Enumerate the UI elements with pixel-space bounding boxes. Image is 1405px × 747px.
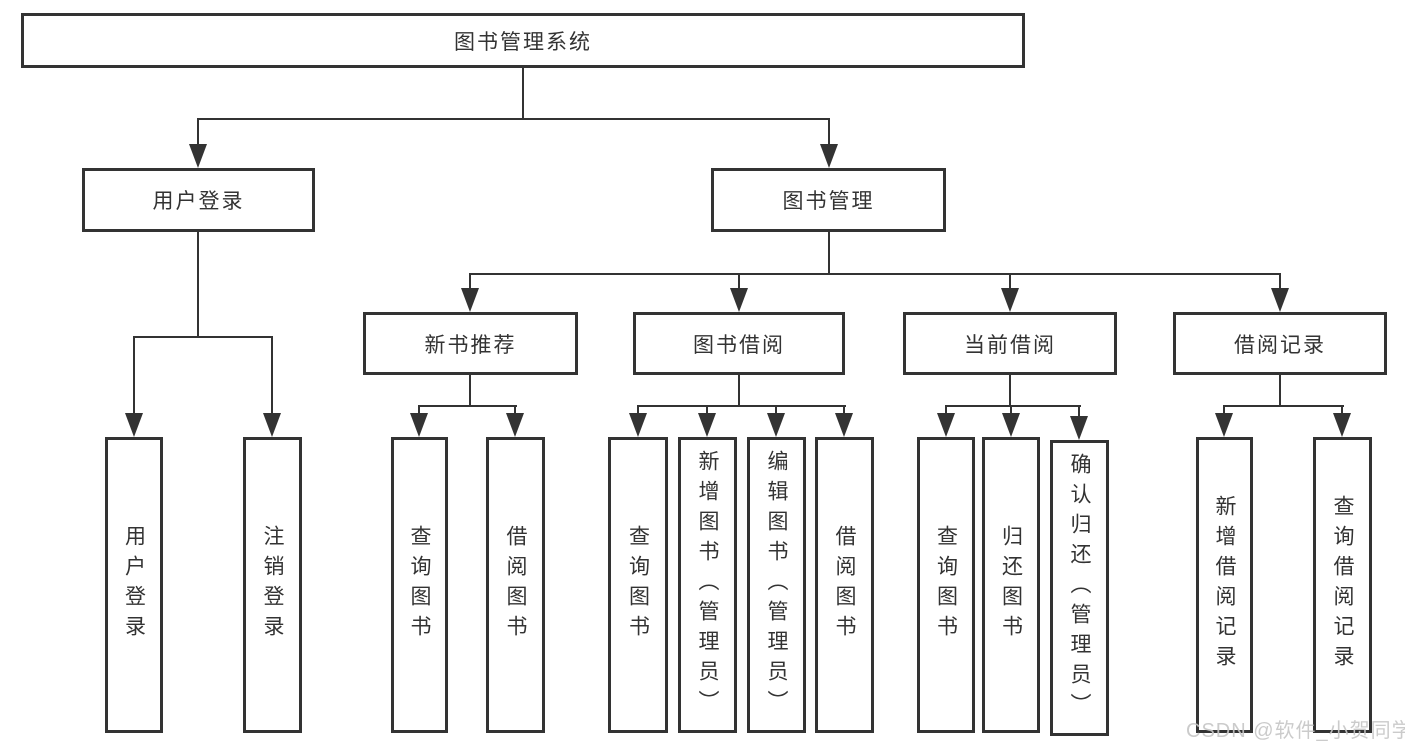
leaf-confirm-return-admin: 确认归还（管理员）: [1050, 440, 1109, 736]
connector-bookmgmt-split: [469, 273, 1281, 275]
connector-stem-leaf-logout: [271, 336, 273, 414]
node-book-borrow: 图书借阅: [633, 312, 845, 375]
connector-stem-new-book: [469, 273, 471, 291]
connector-stem-nb-leaf0: [418, 405, 420, 417]
node-user-login: 用户登录: [82, 168, 315, 232]
arrowhead-bb-leaf1: [698, 413, 716, 437]
node-new-book-label: 新书推荐: [424, 333, 517, 357]
arrowhead-br-leaf1: [1333, 413, 1351, 437]
connector-currentborrow-drop: [1009, 374, 1011, 406]
leaf-label: 编辑图书（管理员）: [765, 450, 788, 720]
connector-stem-br-leaf0: [1223, 405, 1225, 417]
leaf-logout: 注销登录: [243, 437, 302, 733]
leaf-label: 确认归还（管理员）: [1068, 453, 1091, 723]
node-user-login-label: 用户登录: [152, 190, 245, 213]
arrowhead-bb-leaf0: [629, 413, 647, 437]
connector-newbook-split: [418, 405, 517, 407]
leaf-user-login: 用户登录: [105, 437, 163, 733]
arrowhead-leaf-logout: [263, 413, 281, 437]
leaf-label: 新增借阅记录: [1213, 495, 1236, 675]
connector-borrowrecord-drop: [1279, 374, 1281, 406]
connector-stem-borrow-record: [1279, 273, 1281, 291]
arrowhead-current-borrow: [1001, 288, 1019, 312]
connector-userlogin-drop: [197, 232, 199, 336]
leaf-logout-label: 注销登录: [261, 525, 284, 645]
leaf-edit-books-admin: 编辑图书（管理员）: [747, 437, 806, 733]
leaf-label: 查询图书: [934, 525, 958, 645]
csdn-watermark: CSDN @软件_小贺同学: [1186, 720, 1405, 742]
arrowhead-book-mgmt: [820, 144, 838, 168]
connector-borrowrecord-split: [1223, 405, 1344, 407]
connector-stem-book-borrow: [738, 273, 740, 291]
leaf-return-books: 归还图书: [982, 437, 1040, 733]
arrowhead-bb-leaf3: [835, 413, 853, 437]
leaf-label: 查询图书: [408, 525, 431, 645]
node-book-borrow-label: 图书借阅: [693, 333, 785, 357]
leaf-label: 新增图书（管理员）: [696, 450, 719, 720]
node-root-system: 图书管理系统: [21, 13, 1025, 68]
connector-stem-br-leaf1: [1341, 405, 1343, 417]
arrowhead-cb-leaf0: [937, 413, 955, 437]
connector-stem-cb-leaf0: [945, 405, 947, 417]
arrowhead-borrow-record: [1271, 288, 1289, 312]
arrowhead-book-borrow: [730, 288, 748, 312]
connector-stem-user-login: [197, 118, 199, 148]
connector-bookmgmt-drop: [828, 232, 830, 275]
leaf-label: 借阅图书: [833, 525, 856, 645]
connector-stem-leaf-login: [133, 336, 135, 414]
leaf-add-borrow-record: 新增借阅记录: [1196, 437, 1253, 733]
arrowhead-user-login: [189, 144, 207, 168]
node-current-borrow-label: 当前借阅: [964, 333, 1056, 357]
node-book-mgmt: 图书管理: [711, 168, 946, 232]
connector-newbook-drop: [469, 374, 471, 406]
leaf-label: 归还图书: [999, 525, 1023, 645]
leaf-label: 借阅图书: [504, 525, 527, 645]
connector-stem-bb-leaf0: [637, 405, 639, 417]
node-book-mgmt-label: 图书管理: [782, 190, 875, 213]
connector-stem-bb-leaf2: [775, 405, 777, 417]
leaf-label: 查询借阅记录: [1331, 495, 1354, 675]
leaf-query-books-newbook: 查询图书: [391, 437, 448, 733]
connector-stem-bb-leaf3: [843, 405, 845, 417]
node-current-borrow: 当前借阅: [903, 312, 1117, 375]
arrowhead-new-book: [461, 288, 479, 312]
leaf-user-login-label: 用户登录: [122, 525, 146, 645]
connector-currentborrow-split: [945, 405, 1081, 407]
leaf-add-books-admin: 新增图书（管理员）: [678, 437, 737, 733]
leaf-borrow-books: 借阅图书: [815, 437, 874, 733]
connector-stem-current-borrow: [1009, 273, 1011, 291]
node-root-label: 图书管理系统: [454, 30, 592, 54]
leaf-borrow-books-newbook: 借阅图书: [486, 437, 545, 733]
connector-stem-bb-leaf1: [706, 405, 708, 417]
leaf-query-books-current: 查询图书: [917, 437, 975, 733]
leaf-label: 查询图书: [626, 525, 650, 645]
arrowhead-cb-leaf1: [1002, 413, 1020, 437]
arrowhead-nb-leaf0: [410, 413, 428, 437]
leaf-query-books-borrow: 查询图书: [608, 437, 668, 733]
arrowhead-nb-leaf1: [506, 413, 524, 437]
connector-userlogin-split: [133, 336, 273, 338]
connector-stem-book-mgmt: [828, 118, 830, 148]
arrowhead-leaf-login: [125, 413, 143, 437]
connector-bookborrow-drop: [738, 374, 740, 406]
arrowhead-cb-leaf2: [1070, 416, 1088, 440]
leaf-query-borrow-record: 查询借阅记录: [1313, 437, 1372, 733]
connector-root-split: [197, 118, 830, 120]
node-borrow-record: 借阅记录: [1173, 312, 1387, 375]
node-new-book-recommend: 新书推荐: [363, 312, 578, 375]
arrowhead-br-leaf0: [1215, 413, 1233, 437]
connector-stem-cb-leaf1: [1010, 405, 1012, 417]
connector-stem-nb-leaf1: [514, 405, 516, 417]
node-borrow-record-label: 借阅记录: [1234, 333, 1326, 357]
connector-root-drop: [522, 68, 524, 119]
connector-bookborrow-split: [637, 405, 846, 407]
connector-stem-cb-leaf2: [1078, 405, 1080, 419]
arrowhead-bb-leaf2: [767, 413, 785, 437]
